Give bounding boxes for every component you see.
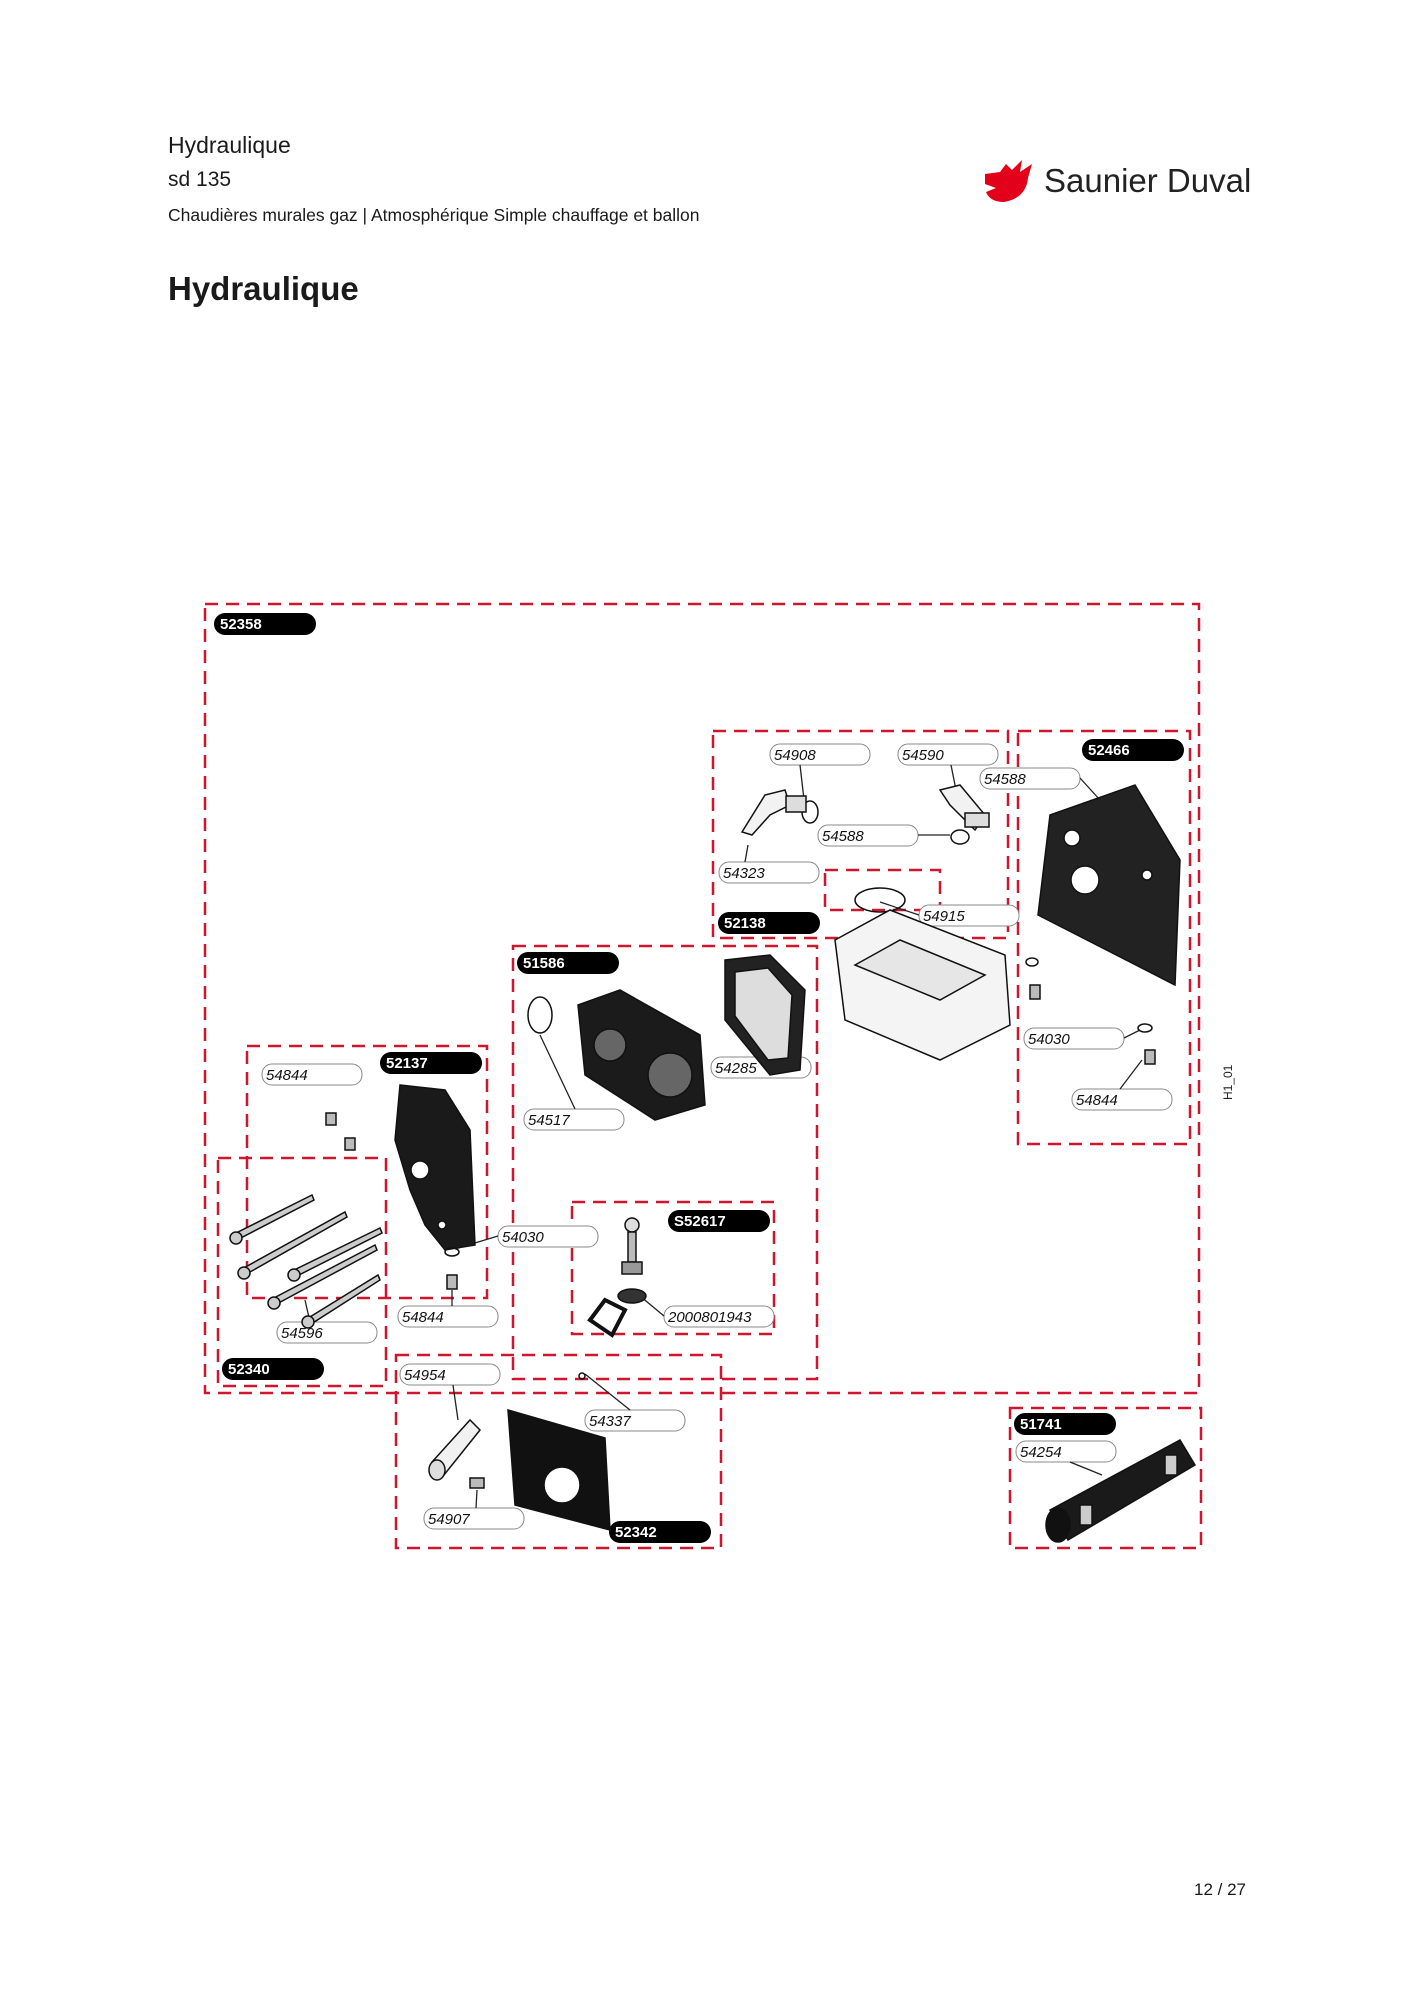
part-label-54844-bottom: 54844 <box>402 1309 444 1326</box>
part-label-54908: 54908 <box>774 747 816 764</box>
group-frames <box>203 602 1203 1550</box>
part-label-54337: 54337 <box>589 1413 631 1430</box>
header-description: Chaudières murales gaz | Atmosphérique S… <box>168 205 700 225</box>
part-label-54915: 54915 <box>923 908 965 925</box>
oring-54588 <box>950 829 970 845</box>
group-label-51741: 51741 <box>1020 1416 1062 1433</box>
part-label-54588-right: 54588 <box>984 771 1026 788</box>
group-label-52358: 52358 <box>220 616 262 633</box>
group-labels: 52358 52466 52138 51586 52137 52340 S526… <box>214 613 1184 1543</box>
part-label-54954: 54954 <box>404 1367 446 1384</box>
part-label-54907: 54907 <box>428 1511 470 1528</box>
frame-51586 <box>511 944 819 1381</box>
frame-52340 <box>216 1156 388 1388</box>
header-section: Hydraulique <box>168 132 291 158</box>
part-label-54254: 54254 <box>1020 1444 1062 1461</box>
part-label-54590: 54590 <box>902 747 944 764</box>
bracket-52466 <box>1037 784 1181 987</box>
part-label-54285: 54285 <box>715 1060 757 1077</box>
part-label-54588-left: 54588 <box>822 828 864 845</box>
fitting-right <box>964 812 990 828</box>
page-title: Hydraulique <box>168 270 359 307</box>
part-label-54517: 54517 <box>528 1112 570 1129</box>
part-label-54596: 54596 <box>281 1325 323 1342</box>
fitting-left <box>785 795 807 813</box>
frame-52342 <box>394 1353 723 1550</box>
frame-51741 <box>1008 1406 1203 1550</box>
part-label-54844-top: 54844 <box>266 1067 308 1084</box>
group-label-52340: 52340 <box>228 1361 270 1378</box>
valve-S52617 <box>587 1217 647 1338</box>
header-model: sd 135 <box>168 168 232 191</box>
group-label-51586: 51586 <box>523 955 565 972</box>
frame-52138 <box>711 729 1010 940</box>
bracket-52137 <box>394 1084 476 1251</box>
part-label-54844-right: 54844 <box>1076 1092 1118 1109</box>
brand-name: Saunier Duval <box>1044 162 1252 199</box>
group-label-52466: 52466 <box>1088 742 1130 759</box>
part-label-54030-right: 54030 <box>1028 1031 1070 1048</box>
clip-54323 <box>740 789 791 836</box>
bolts-54596 <box>229 1193 383 1329</box>
part-label-2000801943: 2000801943 <box>667 1309 752 1326</box>
part-label-54030-center: 54030 <box>502 1229 544 1246</box>
oring-54915 <box>854 887 906 913</box>
frame-54915-pocket <box>823 868 942 912</box>
group-label-S52617: S52617 <box>674 1213 726 1230</box>
oring-54517 <box>527 996 553 1034</box>
group-label-52342: 52342 <box>615 1524 657 1541</box>
drawing-code: H1_01 <box>1221 1064 1235 1100</box>
part-label-54323: 54323 <box>723 865 765 882</box>
group-label-52138: 52138 <box>724 915 766 932</box>
frame-52466 <box>1016 729 1192 1146</box>
part-labels: 54908 54590 54588 54588 54323 54915 5428… <box>266 747 1118 1528</box>
group-label-52137: 52137 <box>386 1055 428 1072</box>
page-number: 12 / 27 <box>1194 1880 1246 1899</box>
brand-logo: Saunier Duval <box>982 158 1262 208</box>
bird-logo-icon <box>985 160 1032 202</box>
frame-52358 <box>203 602 1201 1395</box>
part-drawings <box>229 784 1197 1543</box>
frame-52137 <box>245 1044 489 1300</box>
